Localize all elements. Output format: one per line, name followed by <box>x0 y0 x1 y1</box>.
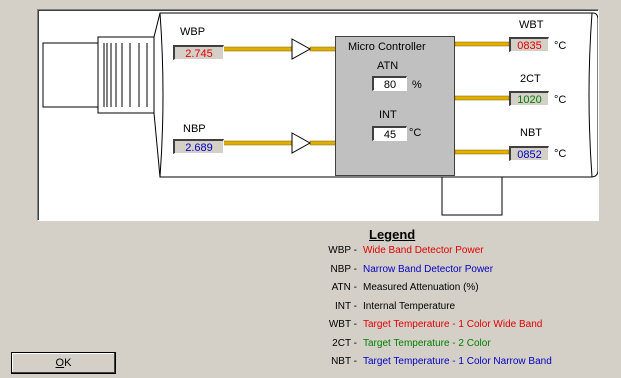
ok-button-accel: O <box>55 357 65 369</box>
legend-text: Target Temperature - 2 Color <box>363 337 491 349</box>
lens-tube <box>42 42 99 108</box>
legend-text: Wide Band Detector Power <box>363 245 484 256</box>
legend-key: INT - <box>334 300 357 312</box>
legend-key: ATN - <box>331 282 357 293</box>
legend-item: WBP - Wide Band Detector Power <box>313 244 484 258</box>
ok-button[interactable]: OK <box>11 352 116 374</box>
legend-item: 2CT - Target Temperature - 2 Color <box>313 337 491 351</box>
legend-title: Legend <box>369 227 416 242</box>
2ct-label: 2CT <box>520 73 541 85</box>
legend-item: NBT - Target Temperature - 1 Color Narrow… <box>313 355 552 369</box>
cooling-fins <box>103 43 148 107</box>
micro-controller-box: Micro Controller ATN 80 % INT 45 °C <box>335 36 455 176</box>
legend-text: Internal Temperature <box>363 300 456 312</box>
legend-key: WBP - <box>328 245 357 256</box>
legend-item: NBP - Narrow Band Detector Power <box>313 263 494 277</box>
nbp-label: NBP <box>183 123 206 135</box>
connector-box <box>441 176 503 216</box>
2ct-unit: °C <box>554 94 567 106</box>
nbp-value: 2.689 <box>173 139 224 154</box>
legend-key: NBP - <box>330 263 358 275</box>
atn-unit: % <box>412 79 422 91</box>
legend-text: Target Temperature - 1 Color Narrow Band <box>363 356 552 367</box>
sensor-housing <box>153 12 598 178</box>
legend-key: NBT - <box>331 356 357 367</box>
legend-key: 2CT - <box>332 337 357 349</box>
legend-text: Target Temperature - 1 Color Wide Band <box>363 319 543 330</box>
atn-value: 80 <box>372 76 407 91</box>
nbt-value: 0852 <box>509 146 549 161</box>
wbp-value: 2.745 <box>173 45 224 60</box>
legend-text: Narrow Band Detector Power <box>363 263 494 275</box>
amplifier-wbp <box>291 38 312 60</box>
atn-label: ATN <box>377 60 399 72</box>
schematic-drawing <box>42 12 598 216</box>
nbt-label: NBT <box>520 127 542 139</box>
wbp-label: WBP <box>180 26 206 38</box>
int-value: 45 <box>372 126 407 141</box>
int-label: INT <box>379 109 397 121</box>
wbt-value: 0835 <box>509 37 549 52</box>
signal-wires <box>209 41 510 155</box>
ok-button-rest: K <box>64 357 72 369</box>
fin-housing <box>97 36 155 114</box>
wbt-unit: °C <box>554 40 567 52</box>
micro-controller-title: Micro Controller <box>348 41 426 53</box>
legend-item: WBT - Target Temperature - 1 Color Wide B… <box>313 318 543 332</box>
wbt-label: WBT <box>519 19 544 31</box>
2ct-value: 1020 <box>509 91 549 106</box>
schematic-panel: WBP 2.745 NBP 2.689 Micro Controller ATN… <box>37 9 599 221</box>
legend-item: INT - Internal Temperature <box>313 300 455 314</box>
legend-key: WBT - <box>328 319 357 330</box>
nbt-unit: °C <box>554 148 567 160</box>
int-unit: °C <box>409 127 422 139</box>
amplifier-nbp <box>291 132 312 154</box>
legend-text: Measured Attenuation (%) <box>363 282 479 293</box>
legend-item: ATN - Measured Attenuation (%) <box>313 281 479 295</box>
